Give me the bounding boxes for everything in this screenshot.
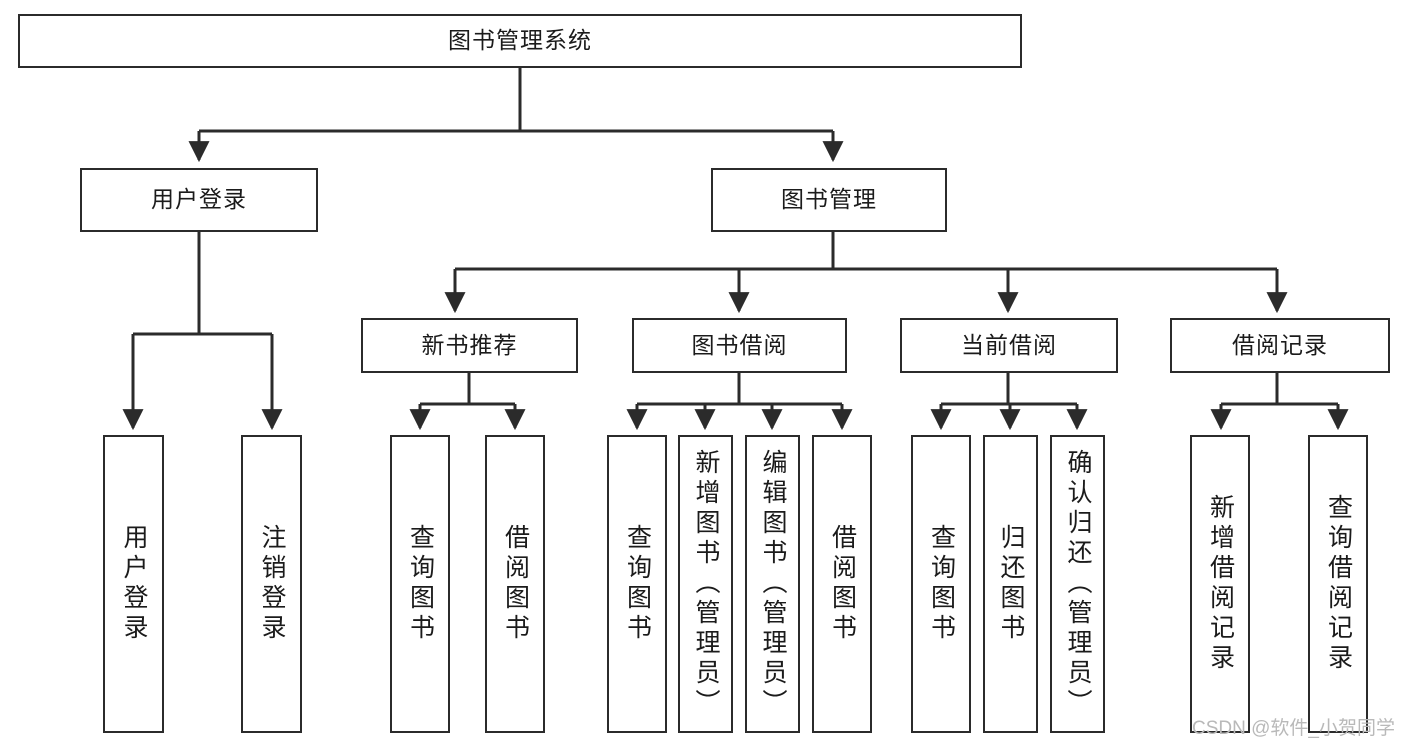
node-label: 编辑图书（管理员）	[759, 449, 787, 719]
node-leaf-user-login[interactable]: 用户登录	[103, 435, 164, 733]
node-label: 借阅图书	[501, 524, 530, 644]
node-label: 注销登录	[258, 524, 286, 644]
node-leaf-current-confirm-return[interactable]: 确认归还（管理员）	[1050, 435, 1105, 733]
node-user-login[interactable]: 用户登录	[80, 168, 318, 232]
node-current-borrow[interactable]: 当前借阅	[900, 318, 1118, 373]
node-leaf-query-borrow-record[interactable]: 查询借阅记录	[1308, 435, 1368, 733]
node-label: 新书推荐	[421, 331, 518, 358]
node-label: 借阅记录	[1232, 331, 1328, 358]
node-label: 图书管理系统	[448, 27, 592, 54]
node-leaf-borrow-edit-book[interactable]: 编辑图书（管理员）	[745, 435, 800, 733]
node-leaf-user-logout[interactable]: 注销登录	[241, 435, 302, 733]
csdn-watermark: CSDN @软件_小贺同学	[1192, 718, 1395, 739]
node-label: 用户登录	[151, 186, 247, 213]
node-label: 查询图书	[927, 524, 956, 644]
node-leaf-current-return-book[interactable]: 归还图书	[983, 435, 1038, 733]
node-leaf-recommend-query-book[interactable]: 查询图书	[390, 435, 450, 733]
node-leaf-borrow-query-book[interactable]: 查询图书	[607, 435, 667, 733]
node-label: 查询借阅记录	[1324, 494, 1353, 674]
node-label: 当前借阅	[961, 331, 1057, 358]
node-label: 用户登录	[120, 524, 148, 644]
node-label: 归还图书	[997, 524, 1025, 644]
node-label: 借阅图书	[828, 524, 857, 644]
node-borrow-records[interactable]: 借阅记录	[1170, 318, 1390, 373]
node-book-management[interactable]: 图书管理	[711, 168, 947, 232]
node-label: 图书管理	[781, 186, 877, 213]
node-root-system[interactable]: 图书管理系统	[18, 14, 1022, 68]
node-book-borrow[interactable]: 图书借阅	[632, 318, 847, 373]
node-new-book-recommend[interactable]: 新书推荐	[361, 318, 578, 373]
node-leaf-borrow-add-book[interactable]: 新增图书（管理员）	[678, 435, 733, 733]
node-label: 图书借阅	[691, 331, 788, 358]
node-label: 新增借阅记录	[1206, 494, 1235, 674]
node-label: 新增图书（管理员）	[692, 449, 720, 719]
node-label: 查询图书	[406, 524, 435, 644]
node-leaf-current-query-book[interactable]: 查询图书	[911, 435, 971, 733]
node-label: 查询图书	[623, 524, 652, 644]
node-leaf-recommend-borrow-book[interactable]: 借阅图书	[485, 435, 545, 733]
node-leaf-add-borrow-record[interactable]: 新增借阅记录	[1190, 435, 1250, 733]
node-label: 确认归还（管理员）	[1064, 449, 1092, 719]
node-leaf-borrow-borrow-book[interactable]: 借阅图书	[812, 435, 872, 733]
